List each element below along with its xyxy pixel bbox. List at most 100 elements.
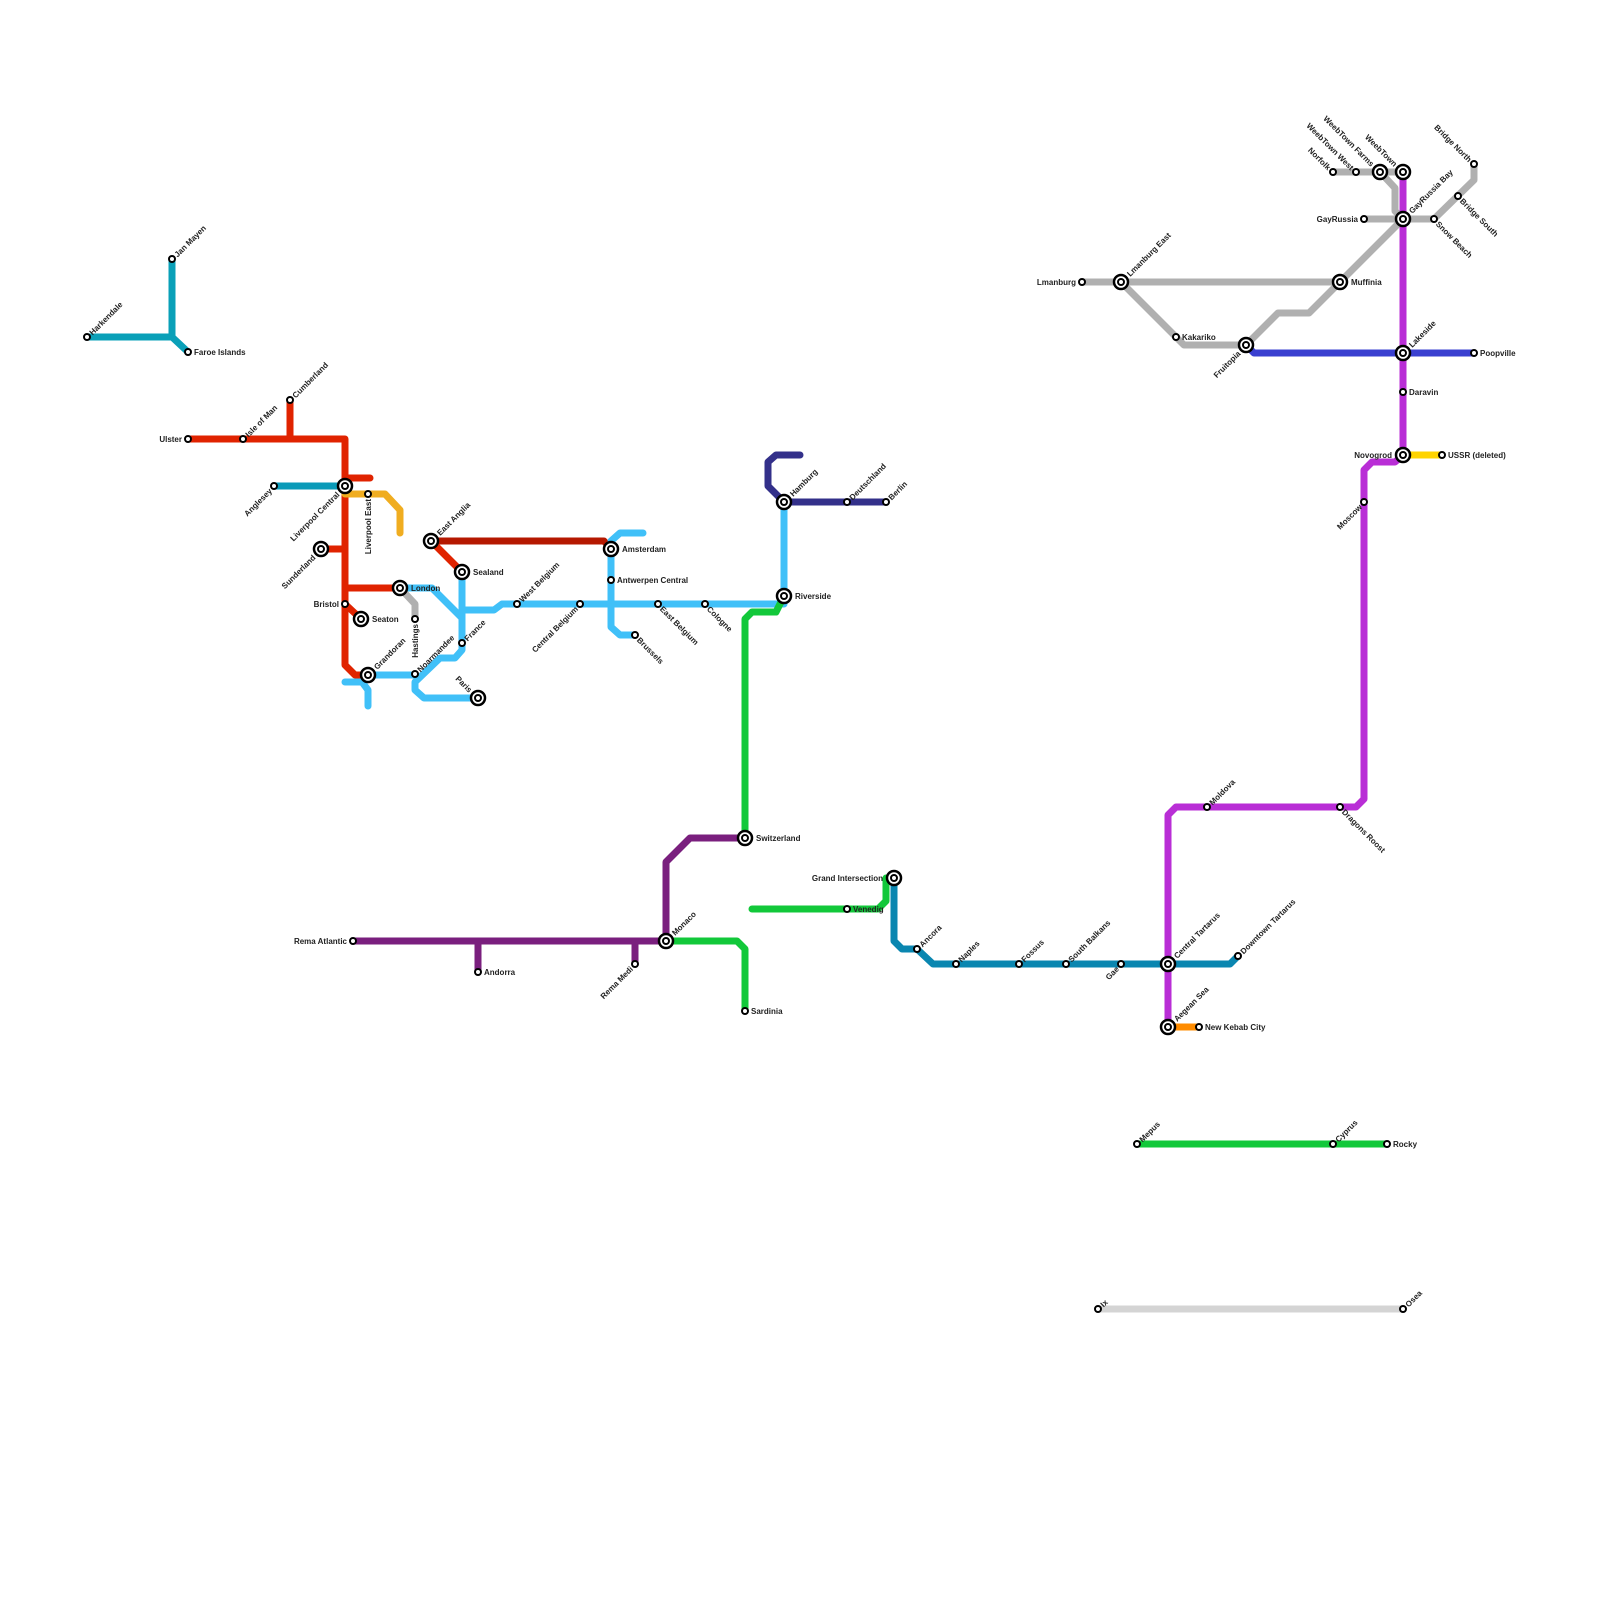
line-rema [349, 834, 749, 945]
station-cumberland[interactable]: Cumberland [286, 361, 330, 404]
station-label: Aegean Sea [1172, 985, 1211, 1024]
station-deutschland[interactable]: Deutschland [843, 462, 888, 506]
station-marker-icon [1399, 388, 1407, 396]
station-label: Rema Medi [599, 965, 635, 1001]
station-label: Noarmandee [416, 633, 457, 674]
station-gayrussia[interactable]: GayRussia [1317, 215, 1368, 224]
interchange-marker-icon [352, 610, 370, 628]
station-marker-icon [513, 600, 521, 608]
station-south-balkans[interactable]: South Balkans [1062, 918, 1113, 968]
station-central-belgium[interactable]: Central Belgium [530, 600, 584, 654]
station-label: Sealand [473, 568, 504, 577]
station-label: France [463, 618, 488, 643]
station-lmanburg[interactable]: Lmanburg [1037, 278, 1086, 287]
line-light_blue [341, 678, 372, 710]
station-label: Fruitopia [1212, 349, 1243, 380]
station-venedig[interactable]: Venedig [843, 905, 884, 914]
station-label: Venedig [853, 905, 884, 914]
station-downtown-tartarus[interactable]: Downtown Tartarus [1234, 897, 1298, 960]
station-grand-intersection[interactable]: Grand Intersection [812, 869, 903, 887]
station-east-belgium[interactable]: East Belgium [654, 600, 700, 647]
station-berlin[interactable]: Berlin [882, 480, 909, 506]
station-london[interactable]: London [391, 579, 440, 597]
station-marker-icon [1133, 1140, 1141, 1148]
station-label: Dragons Roost [1340, 808, 1387, 855]
station-snow-beach[interactable]: Snow Beach [1430, 215, 1474, 260]
station-label: Cumberland [291, 361, 330, 400]
station-marker-icon [286, 396, 294, 404]
station-marker-icon [411, 615, 419, 623]
line-light_blue [396, 568, 466, 622]
line-east_anglia [427, 537, 615, 553]
station-label: Liverpool East [364, 499, 373, 554]
station-marker-icon [270, 482, 278, 490]
station-muffinia[interactable]: Muffinia [1331, 273, 1382, 291]
station-andorra[interactable]: Andorra [474, 968, 516, 977]
station-marker-icon [1094, 1305, 1102, 1313]
station-marker-icon [474, 968, 482, 976]
station-label: Anglesey [242, 486, 274, 518]
station-sealand[interactable]: Sealand [453, 563, 504, 581]
station-switzerland[interactable]: Switzerland [736, 829, 801, 847]
station-jan-mayen[interactable]: Jan Mayen [168, 224, 208, 263]
station-label: Rocky [1393, 1140, 1418, 1149]
station-osea[interactable]: Osea [1399, 1288, 1424, 1313]
station-daravin[interactable]: Daravin [1399, 388, 1438, 397]
station-label: Downtown Tartarus [1239, 897, 1298, 956]
station-faroe[interactable]: Faroe Islands [184, 348, 246, 357]
station-rema-medi[interactable]: Rema Medi [599, 960, 639, 1001]
interchange-marker-icon [602, 540, 620, 558]
station-marker-icon [349, 937, 357, 945]
station-label: Paris [454, 674, 475, 695]
station-label: Lmanburg [1037, 278, 1076, 287]
station-marker-icon [741, 1007, 749, 1015]
station-ancora[interactable]: Ancora [913, 923, 944, 953]
station-label: Riverside [795, 592, 832, 601]
station-marker-icon [882, 498, 890, 506]
station-bridge-south[interactable]: Bridge South [1454, 192, 1500, 239]
station-dragons-roost[interactable]: Dragons Roost [1336, 803, 1387, 855]
station-label: Monaco [670, 910, 698, 938]
station-sardinia[interactable]: Sardinia [741, 1007, 783, 1016]
station-bridge-north[interactable]: Bridge North [1432, 123, 1478, 168]
station-west-belgium[interactable]: West Belgium [513, 560, 561, 608]
station-bristol[interactable]: Bristol [314, 600, 349, 609]
station-marker-icon [1470, 160, 1478, 168]
station-marker-icon [239, 435, 247, 443]
line-green [741, 592, 788, 842]
station-label: Berlin [887, 480, 909, 502]
station-label: Moldova [1208, 777, 1238, 807]
station-marker-icon [701, 600, 709, 608]
station-marker-icon [1329, 1140, 1337, 1148]
station-amsterdam[interactable]: Amsterdam [602, 540, 666, 558]
station-anglesey[interactable]: Anglesey [242, 482, 278, 518]
station-label: Snow Beach [1434, 220, 1474, 260]
station-ussr[interactable]: USSR (deleted) [1438, 451, 1506, 460]
station-sunderland[interactable]: Sunderland [280, 540, 330, 591]
station-new-kebab-city[interactable]: New Kebab City [1195, 1023, 1266, 1032]
station-seaton[interactable]: Seaton [352, 610, 399, 628]
station-hastings[interactable]: Hastings [411, 615, 420, 658]
station-liverpool-east[interactable]: Liverpool East [364, 490, 373, 554]
interchange-marker-icon [336, 477, 354, 495]
station-rocky[interactable]: Rocky [1383, 1140, 1418, 1149]
station-novogrod[interactable]: Novogrod [1354, 446, 1412, 464]
station-label: Rema Atlantic [294, 937, 348, 946]
station-ix[interactable]: Ix [1094, 1298, 1110, 1313]
interchange-marker-icon [1159, 1018, 1177, 1036]
station-ulster[interactable]: Ulster [159, 435, 192, 444]
station-kakariko[interactable]: Kakariko [1172, 333, 1216, 342]
station-marker-icon [83, 333, 91, 341]
station-riverside[interactable]: Riverside [775, 587, 832, 605]
station-brussels[interactable]: Brussels [631, 631, 666, 666]
station-rema-atlantic[interactable]: Rema Atlantic [294, 937, 357, 946]
line-magenta [1164, 168, 1407, 1031]
station-label: Sardinia [751, 1007, 783, 1016]
interchange-marker-icon [312, 540, 330, 558]
station-label: USSR (deleted) [1448, 451, 1506, 460]
station-marker-icon [843, 498, 851, 506]
station-antwerpen[interactable]: Antwerpen Central [607, 576, 688, 585]
station-poopville[interactable]: Poopville [1470, 349, 1516, 358]
